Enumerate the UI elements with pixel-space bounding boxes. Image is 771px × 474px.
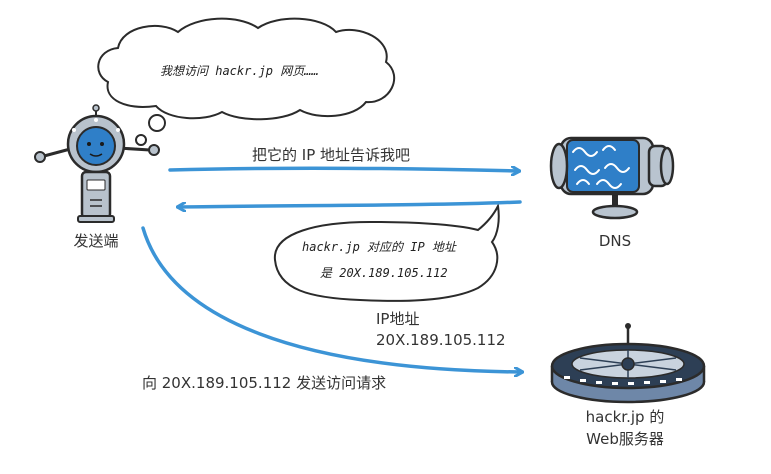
thought-bubble-text: 我想访问 hackr.jp 网页…… <box>160 64 319 78</box>
thought-bubble <box>97 17 396 146</box>
arrow-request-to-web <box>141 226 522 372</box>
ip-info-line2: 20X.189.105.112 <box>376 331 506 349</box>
arrow-request-to-dns <box>168 168 519 171</box>
dns-reply-line1: hackr.jp 对应的 IP 地址 <box>302 240 456 254</box>
ip-info-line1: IP地址 <box>376 310 420 328</box>
web-server-icon <box>550 323 706 404</box>
client-label: 发送端 <box>73 232 119 250</box>
arrows <box>141 168 522 372</box>
web-server-label-line2: Web服务器 <box>586 430 664 448</box>
dns-reply-line2: 是 20X.189.105.112 <box>320 266 448 280</box>
send-request-label: 向 20X.189.105.112 发送访问请求 <box>142 374 387 392</box>
web-server-label-line1: hackr.jp 的 <box>585 408 665 426</box>
dns-label: DNS <box>598 232 632 250</box>
dns-reply-bubble <box>273 202 500 302</box>
request-ip-label: 把它的 IP 地址告诉我吧 <box>252 146 411 164</box>
dns-server-icon <box>549 136 675 220</box>
robot-client-icon <box>34 104 160 223</box>
arrow-reply-from-dns <box>178 200 522 207</box>
